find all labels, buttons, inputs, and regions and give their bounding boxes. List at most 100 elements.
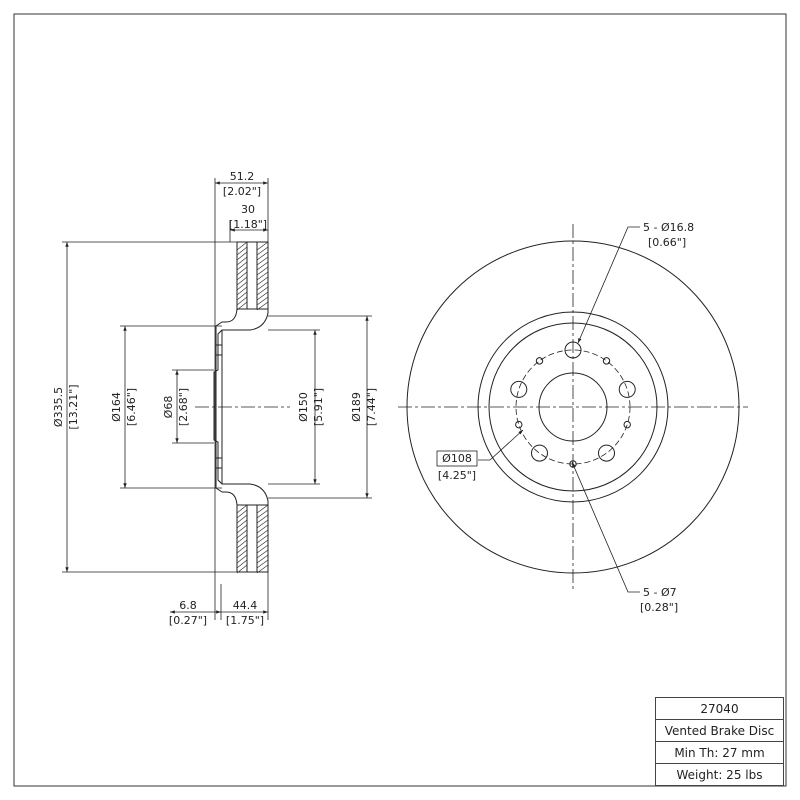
hatch-line [236, 266, 248, 276]
hatch-line [236, 251, 248, 261]
side-extension-lines [62, 178, 372, 620]
part-description: Vented Brake Disc [655, 719, 784, 742]
hatch-line [236, 286, 248, 296]
side-dimension-lines [65, 181, 369, 614]
bolt-circle-mm: Ø108 [442, 452, 472, 465]
hatch-line [236, 246, 248, 256]
small-hole [535, 357, 544, 365]
hatch-line [256, 504, 269, 514]
hatch-line [236, 559, 248, 569]
bolt-circle-label-box [436, 450, 478, 467]
front-view [398, 224, 748, 590]
small-hole [515, 420, 523, 429]
hatch-line [236, 539, 248, 549]
small-holes [515, 357, 631, 468]
hatch-line [236, 271, 248, 281]
hatch-line [236, 261, 248, 271]
lug-hole [598, 444, 616, 462]
outer-diameter-mm: Ø335.5 [52, 387, 65, 427]
hatch-line [236, 509, 248, 519]
front-leaders [478, 226, 640, 593]
overall-width-mm: 51.2 [230, 170, 255, 183]
hatch-line [236, 256, 248, 266]
hatch-line [256, 291, 269, 301]
hatch-line [256, 509, 269, 519]
hat-height-mm: 44.4 [233, 599, 258, 612]
outer-diameter-in: [13.21"] [67, 384, 80, 429]
hatch-line [236, 554, 248, 564]
hat-inner-diameter-in: [5.91"] [312, 388, 325, 426]
center-bore-mm: Ø68 [162, 396, 175, 419]
side-section-view [195, 241, 290, 574]
lug-hole [510, 380, 528, 398]
hat-inner-diameter-mm: Ø150 [297, 392, 310, 422]
flange-thickness-in: [0.27"] [169, 614, 207, 627]
hatch-line [236, 296, 248, 306]
hat-outer-diameter-in: [6.46"] [125, 388, 138, 426]
weight: Weight: 25 lbs [655, 763, 784, 786]
hatch-line [236, 504, 248, 514]
hatch-line [256, 246, 269, 256]
hatch-line [236, 549, 248, 559]
hatch-line [256, 514, 269, 524]
title-block: 27040 Vented Brake Disc Min Th: 27 mm We… [655, 697, 784, 786]
flange-thickness-mm: 6.8 [179, 599, 197, 612]
disc-thickness-in: [1.18"] [229, 218, 267, 231]
disc-thickness-mm: 30 [241, 203, 255, 216]
hatch-line [236, 524, 248, 534]
hatch-line [256, 266, 269, 276]
small-hole [623, 420, 631, 429]
hatch-line [256, 301, 269, 311]
bolt-circle-in: [4.25"] [438, 469, 476, 482]
hatch-line [256, 271, 269, 281]
hatch-line [236, 564, 248, 574]
lug-hole [618, 380, 636, 398]
hatch-line [256, 281, 269, 291]
lug-holes-mm: 5 - Ø16.8 [643, 221, 694, 234]
hatch-line [236, 291, 248, 301]
hatch-line [256, 251, 269, 261]
small-holes-mm: 5 - Ø7 [643, 586, 677, 599]
hatch-line [256, 256, 269, 266]
min-thickness: Min Th: 27 mm [655, 741, 784, 764]
lower-friction-ring [236, 504, 269, 574]
inner-friction-diameter-mm: Ø189 [350, 392, 363, 422]
small-holes-in: [0.28"] [640, 601, 678, 614]
upper-friction-ring [236, 241, 269, 311]
overall-width-in: [2.02"] [223, 185, 261, 198]
hatch-line [256, 241, 269, 251]
hat-outer-diameter-mm: Ø164 [110, 392, 123, 422]
lug-hole [530, 444, 548, 462]
hatch-line [256, 534, 269, 544]
hatch-line [256, 554, 269, 564]
hatch-line [236, 529, 248, 539]
hatch-line [236, 281, 248, 291]
sheet-border [13, 13, 787, 787]
hatch-line [256, 559, 269, 569]
hatch-line [236, 514, 248, 524]
hat-height-in: [1.75"] [226, 614, 264, 627]
hatch-line [256, 276, 269, 286]
hatch-line [256, 539, 269, 549]
hatch-line [236, 534, 248, 544]
hatch-line [256, 296, 269, 306]
hatch-line [256, 564, 269, 574]
part-number: 27040 [655, 697, 784, 720]
hatch-line [236, 241, 248, 251]
hatch-line [256, 524, 269, 534]
hatch-line [256, 286, 269, 296]
hatch-line [236, 544, 248, 554]
lug-holes-in: [0.66"] [648, 236, 686, 249]
hatch-line [256, 549, 269, 559]
hatch-line [256, 529, 269, 539]
small-hole [602, 357, 611, 365]
hatch-line [256, 261, 269, 271]
hatch-line [256, 544, 269, 554]
hatch-line [236, 301, 248, 311]
inner-friction-diameter-in: [7.44"] [365, 388, 378, 426]
center-bore-in: [2.68"] [177, 388, 190, 426]
hatch-line [236, 519, 248, 529]
hatch-line [256, 519, 269, 529]
